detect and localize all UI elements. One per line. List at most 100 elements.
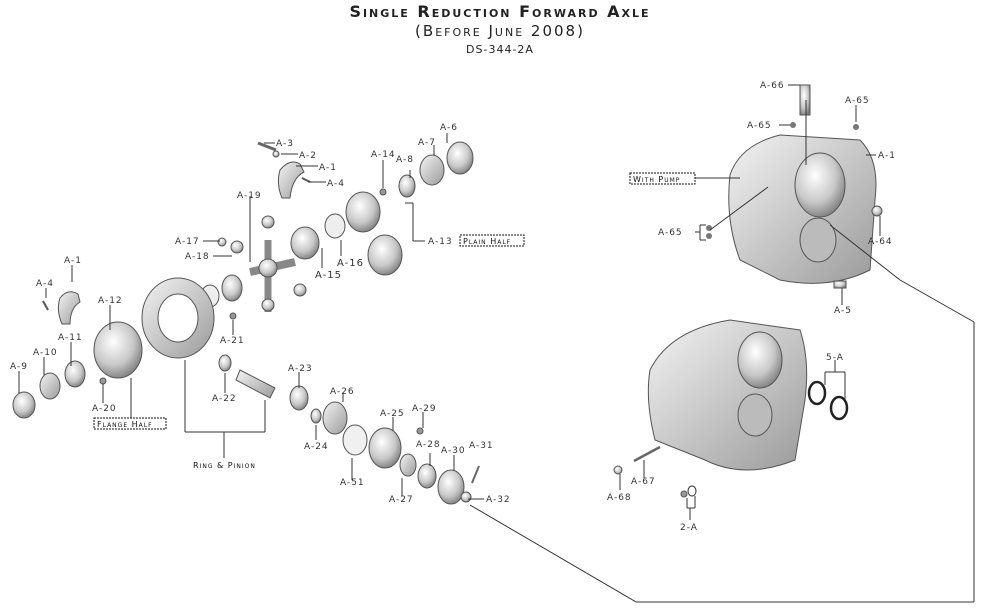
part-a32-nut <box>460 491 472 503</box>
part-a6-adjuster <box>446 141 474 175</box>
part-a2-washer <box>272 150 280 158</box>
part-a10-bearing-cup <box>39 372 61 400</box>
part-a26-bearing-cup <box>322 401 348 435</box>
label-a12: A-12 <box>98 296 123 306</box>
label-a11: A-11 <box>58 333 83 343</box>
part-a21-bolt <box>229 312 237 320</box>
label-a21: A-21 <box>220 336 245 346</box>
label-a17: A-17 <box>175 237 200 247</box>
part-labels: A-3 A-2 A-1 A-4 A-19 A-17 A-18 A-15 A-16… <box>10 81 896 533</box>
label-a51: A-51 <box>340 478 365 488</box>
label-2a: 2-A <box>680 523 698 533</box>
part-a15-side-gear <box>290 226 320 260</box>
label-a1-housing: A-1 <box>878 151 896 161</box>
part-a24-spacer <box>310 408 322 424</box>
label-a25: A-25 <box>380 409 405 419</box>
part-a20-nut <box>99 377 107 385</box>
part-a65-plug <box>790 122 796 128</box>
part-a64-plug <box>871 205 883 217</box>
diagram-subtitle: (Before June 2008) <box>415 22 585 40</box>
part-a16-thrust-washer <box>324 213 346 239</box>
label-a4-left: A-4 <box>36 279 54 289</box>
drawing-number: DS-344-2A <box>466 43 534 56</box>
label-a3: A-3 <box>276 139 294 149</box>
plain-half-box <box>459 234 525 247</box>
part-a9-adjuster <box>12 391 36 419</box>
label-a64: A-64 <box>868 237 893 247</box>
label-a31: A-31 <box>469 441 494 451</box>
label-plain-half: Plain Half <box>463 237 511 246</box>
label-a6: A-6 <box>440 123 458 133</box>
label-a16: A-16 <box>337 258 364 269</box>
label-a30: A-30 <box>441 446 466 456</box>
label-a2: A-2 <box>299 151 317 161</box>
part-lower-carrier-housing <box>647 319 808 471</box>
label-a4: A-4 <box>327 179 345 189</box>
housing-parts <box>613 84 883 498</box>
label-with-pump: With Pump <box>633 175 680 184</box>
label-a26: A-26 <box>330 387 355 397</box>
part-a13-plain-half-case <box>345 191 381 233</box>
with-pump-box <box>629 172 696 185</box>
label-a68: A-68 <box>607 493 632 503</box>
part-a1-bearing-cap <box>277 161 305 199</box>
part-a25-pinion-cage <box>368 427 402 469</box>
label-a5: A-5 <box>834 306 852 316</box>
label-a15: A-15 <box>315 270 342 281</box>
part-5a-o-ring <box>807 380 827 406</box>
part-a4-pin <box>301 177 311 183</box>
label-ring-pinion: Ring & Pinion <box>193 461 256 470</box>
label-a65-left: A-65 <box>658 228 683 238</box>
part-a23-bearing-cone <box>289 385 309 411</box>
label-a13: A-13 <box>428 237 453 247</box>
label-5a: 5-A <box>826 353 844 363</box>
part-a8-bearing-cone <box>398 174 416 198</box>
part-a3-bolt <box>257 141 277 152</box>
differential-parts <box>12 141 480 505</box>
part-a28-bearing-cone <box>417 463 437 489</box>
label-a29: A-29 <box>412 404 437 414</box>
label-a1: A-1 <box>319 163 337 173</box>
label-a20: A-20 <box>92 404 117 414</box>
label-a65-mid: A-65 <box>747 121 772 131</box>
label-a18: A-18 <box>185 252 210 262</box>
part-a17-washer <box>217 237 227 247</box>
label-a9: A-9 <box>10 362 28 372</box>
label-a65-top: A-65 <box>845 96 870 106</box>
part-a66-breather <box>799 84 811 116</box>
part-a68-nut <box>613 465 623 475</box>
part-a12-flange-half-case <box>93 321 143 379</box>
part-a7-bearing-cup <box>419 154 445 186</box>
part-a1-bearing-cap-left <box>57 291 81 325</box>
label-a66: A-66 <box>760 81 785 91</box>
label-flange-half: Flange Half <box>97 420 153 429</box>
label-a1-left: A-1 <box>64 256 82 266</box>
flange-half-box <box>93 417 167 430</box>
label-a7: A-7 <box>418 138 436 148</box>
part-a18-gear <box>230 240 244 254</box>
part-a51-shim <box>342 424 368 456</box>
part-a22-bearing <box>218 354 232 372</box>
diagram-title: Single Reduction Forward Axle <box>349 2 651 21</box>
label-a8: A-8 <box>396 155 414 165</box>
label-a32: A-32 <box>486 495 511 505</box>
leader-lines <box>18 84 975 603</box>
label-a67: A-67 <box>631 477 656 487</box>
part-a27-bearing-cup <box>399 453 417 477</box>
label-a19: A-19 <box>237 191 262 201</box>
part-a30-helical-gear <box>437 469 465 505</box>
part-2a-plug <box>680 490 688 498</box>
label-a10: A-10 <box>33 348 58 358</box>
part-drive-pinion <box>235 369 276 399</box>
label-a14: A-14 <box>371 150 396 160</box>
group-labels: Plain Half Flange Half With Pump Ring & … <box>93 172 696 470</box>
part-a29-bolt <box>416 427 424 435</box>
part-a31-cotter <box>471 465 480 484</box>
label-a22: A-22 <box>212 394 237 404</box>
label-a27: A-27 <box>389 495 414 505</box>
part-a14-bolt <box>379 188 387 196</box>
part-a1-differential-carrier <box>728 134 877 284</box>
label-a24: A-24 <box>304 442 329 452</box>
part-a11-bearing-cone <box>64 360 86 388</box>
